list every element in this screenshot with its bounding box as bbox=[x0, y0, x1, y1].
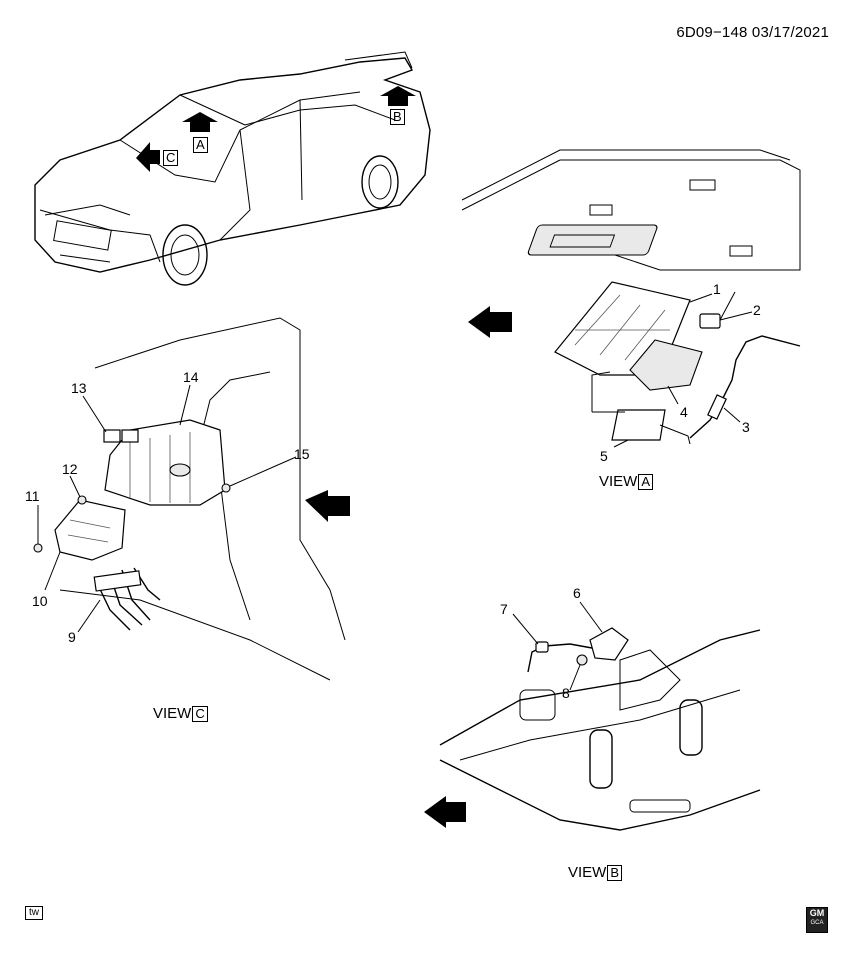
callout-8: 8 bbox=[562, 685, 570, 701]
frt-arrow-c bbox=[305, 490, 350, 522]
frt-label-c: FRT bbox=[324, 505, 346, 517]
marker-c: C bbox=[163, 150, 179, 166]
view-b-arrow bbox=[380, 86, 416, 106]
view-b-letter: B bbox=[607, 864, 623, 881]
callout-5: 5 bbox=[600, 448, 608, 464]
callout-7: 7 bbox=[500, 601, 508, 617]
gm-logo: GM GCA bbox=[806, 907, 828, 933]
view-c-prefix: VIEW bbox=[153, 705, 192, 722]
gm-logo-top: GM bbox=[809, 908, 825, 918]
callout-2: 2 bbox=[753, 302, 761, 318]
callout-1: 1 bbox=[713, 281, 721, 297]
callout-15: 15 bbox=[294, 446, 310, 462]
view-a-diagram bbox=[461, 149, 801, 448]
callout-13: 13 bbox=[71, 380, 87, 396]
view-c-arrow bbox=[136, 142, 160, 172]
frt-label-b: FRT bbox=[444, 812, 466, 824]
frt-label-a: FRT bbox=[487, 315, 509, 327]
diagram-code: 6D09−148 03/17/2021 bbox=[676, 24, 829, 41]
view-a-arrow bbox=[182, 112, 218, 132]
view-a-letter: A bbox=[638, 473, 654, 490]
view-b-diagram bbox=[424, 601, 761, 831]
callout-6: 6 bbox=[573, 585, 581, 601]
callout-4: 4 bbox=[680, 404, 688, 420]
callout-9: 9 bbox=[68, 629, 76, 645]
callout-14: 14 bbox=[183, 369, 199, 385]
callout-11: 11 bbox=[25, 488, 40, 504]
view-c-letter: C bbox=[192, 705, 208, 722]
tw-tag: tw bbox=[25, 906, 43, 920]
view-a-prefix: VIEW bbox=[599, 473, 638, 490]
vehicle-overview bbox=[34, 51, 431, 286]
marker-b: B bbox=[390, 109, 405, 125]
marker-a: A bbox=[193, 137, 208, 153]
gm-logo-bottom: GCA bbox=[810, 920, 824, 926]
callout-3: 3 bbox=[742, 419, 750, 435]
callout-12: 12 bbox=[62, 461, 78, 477]
frt-arrow-a bbox=[468, 306, 512, 338]
view-c-diagram bbox=[33, 317, 350, 681]
frt-arrow-b bbox=[424, 796, 466, 828]
callout-10: 10 bbox=[32, 593, 48, 609]
view-b-prefix: VIEW bbox=[568, 864, 607, 881]
